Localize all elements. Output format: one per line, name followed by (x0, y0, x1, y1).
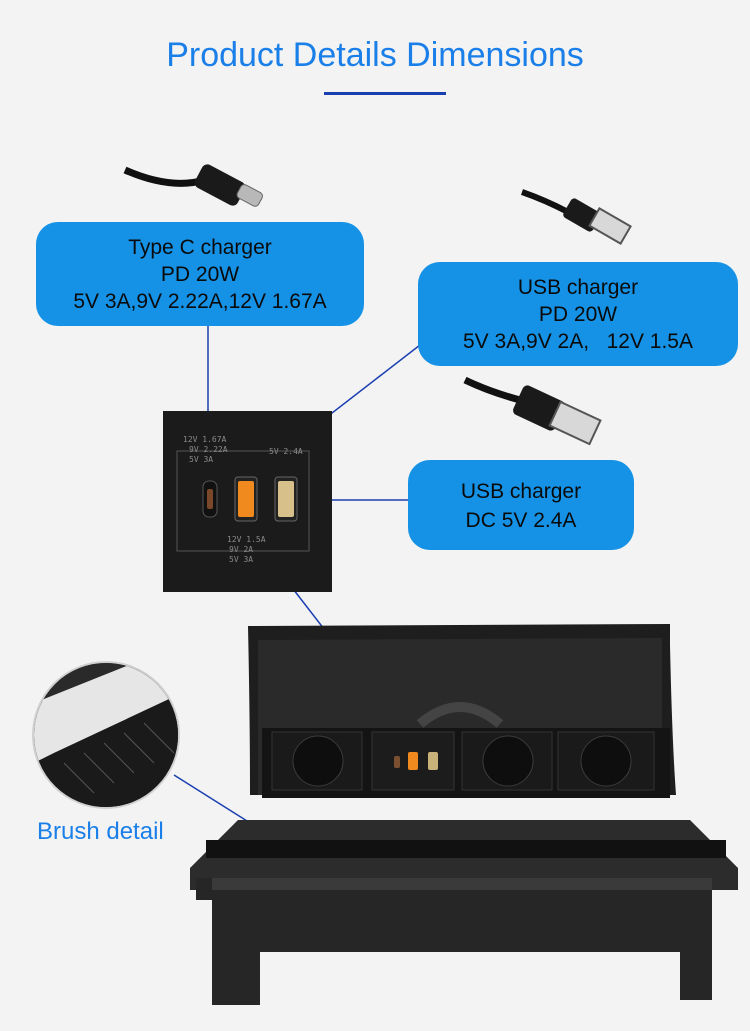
panel-label-12v: 12V 1.67A (183, 435, 227, 444)
usb-cable-icon-2 (463, 376, 602, 446)
usb-dc-title: USB charger (460, 480, 582, 503)
brush-detail-image (32, 661, 180, 809)
panel-label-usb-9v: 9V 2A (229, 545, 254, 554)
usb-pd-specs: 5V 3A,9V 2A, 12V 1.5A (463, 330, 693, 353)
panel-label-9v: 9V 2.22A (189, 445, 228, 454)
type-c-power: PD 20W (160, 263, 240, 286)
brush-detail-label: Brush detail (37, 818, 164, 845)
type-c-cable-icon (123, 164, 263, 207)
usb-dc-callout: USB charger DC 5V 2.4A (408, 460, 634, 550)
usb-dc-specs: DC 5V 2.4A (465, 509, 577, 532)
type-c-title: Type C charger (128, 236, 272, 259)
usb-pd-power: PD 20W (538, 303, 618, 326)
page-title: Product Details Dimensions (166, 36, 584, 74)
desk-socket-box (190, 624, 738, 1005)
usb-pd-callout: USB charger PD 20W 5V 3A,9V 2A, 12V 1.5A (418, 262, 738, 366)
title-underline (324, 92, 446, 95)
type-c-specs: 5V 3A,9V 2.22A,12V 1.67A (73, 290, 327, 313)
type-c-callout: Type C charger PD 20W 5V 3A,9V 2.22A,12V… (36, 222, 364, 326)
panel-label-usb-5v3a: 5V 3A (229, 555, 254, 564)
usb-pd-title: USB charger (517, 276, 639, 299)
panel-label-usb-5v: 5V 2.4A (269, 447, 303, 456)
panel-label-usb-12v: 12V 1.5A (227, 535, 266, 544)
charger-panel-zoom: 12V 1.67A 9V 2.22A 5V 3A 5V 2.4A 12V 1.5… (163, 411, 332, 592)
usb-cable-icon (521, 189, 632, 246)
panel-label-5v: 5V 3A (189, 455, 214, 464)
